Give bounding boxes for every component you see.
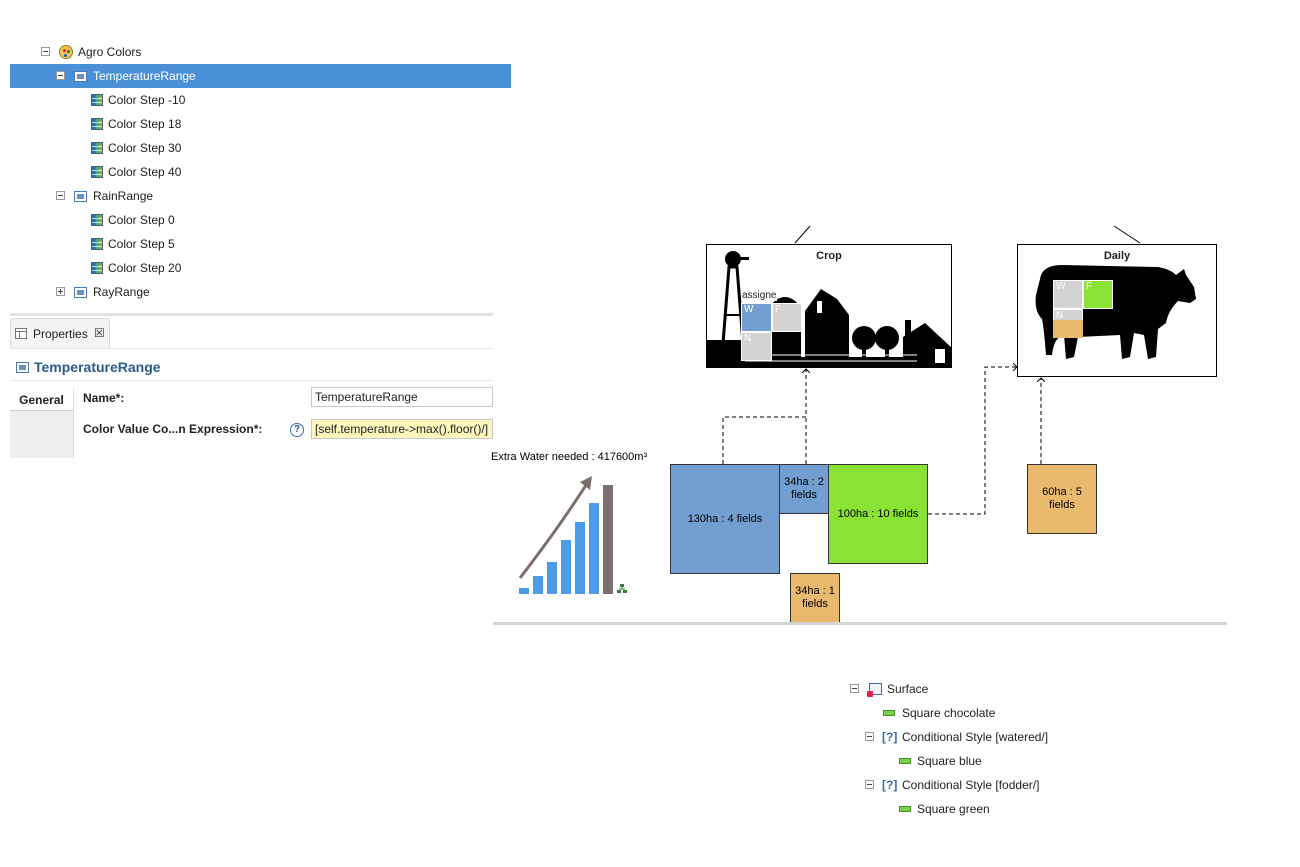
tree-item-label: Color Step 40	[108, 165, 182, 179]
tree-item-temperature-range[interactable]: TemperatureRange	[10, 64, 511, 88]
daily-title: Daily	[1103, 250, 1131, 262]
tree-item-label: Square blue	[917, 754, 982, 768]
color-step-icon	[91, 118, 103, 130]
color-range-icon	[74, 191, 87, 202]
help-icon[interactable]: ?	[290, 423, 304, 437]
collapse-toggle-icon[interactable]	[56, 191, 65, 200]
fodder-square[interactable]: F	[772, 303, 802, 332]
panel-divider	[10, 313, 493, 316]
tree-item-label: Square green	[917, 802, 990, 816]
tree-item-square[interactable]: Square blue	[848, 749, 1098, 773]
surface-icon	[867, 683, 882, 697]
color-range-icon	[16, 362, 29, 373]
conditional-style-icon: [?]	[882, 778, 898, 792]
tree-item-label: Color Step 30	[108, 141, 182, 155]
tree-item-color-step[interactable]: Color Step 18	[10, 112, 511, 136]
color-step-icon	[91, 166, 103, 178]
tree-item-conditional-style[interactable]: [?] Conditional Style [watered/]	[848, 725, 1098, 749]
name-field[interactable]	[311, 387, 493, 407]
watered-square[interactable]: W	[1053, 280, 1083, 309]
node-130ha[interactable]: 130ha : 4 fields	[670, 464, 780, 574]
tree-item-conditional-style[interactable]: [?] Conditional Style [fodder/]	[848, 773, 1098, 797]
color-step-icon	[91, 94, 103, 106]
properties-tab-label: Properties	[33, 327, 88, 341]
tree-item-label: Surface	[887, 682, 929, 696]
water-needed-label: Extra Water needed : 417600m³	[491, 451, 648, 463]
tree-item-label: RainRange	[93, 189, 154, 203]
tree-item-label: Color Step 0	[108, 213, 175, 227]
collapse-toggle-icon[interactable]	[41, 47, 50, 56]
square-style-icon	[883, 710, 895, 716]
normal-square[interactable]: N	[741, 332, 772, 361]
properties-tab[interactable]: Properties ☒	[10, 318, 110, 348]
crop-title: Crop	[816, 250, 842, 262]
tree-item-agro-colors[interactable]: Agro Colors	[10, 40, 511, 64]
tree-item-label: TemperatureRange	[93, 69, 196, 83]
tree-item-square[interactable]: Square green	[848, 797, 1098, 821]
collapse-toggle-icon[interactable]	[56, 71, 65, 80]
tree-item-label: Color Step 20	[108, 261, 182, 275]
node-34ha-2[interactable]: 34ha : 2 fields	[779, 464, 829, 514]
conditional-style-icon: [?]	[882, 730, 898, 744]
tree-item-label: Square chocolate	[902, 706, 996, 720]
node-34ha-1[interactable]: 34ha : 1 fields	[790, 573, 840, 623]
bar-growth-icon	[518, 476, 627, 594]
tree-item-surface[interactable]: Surface	[848, 677, 1098, 701]
expression-field[interactable]	[311, 419, 493, 439]
tree-item-color-step[interactable]: Color Step 30	[10, 136, 511, 160]
tree-item-square[interactable]: Square chocolate	[848, 701, 1098, 725]
cow-silhouette-icon	[1035, 265, 1196, 359]
watered-square[interactable]: W	[741, 303, 772, 332]
daily-container[interactable]: Daily W F N	[1017, 244, 1217, 377]
color-step-icon	[91, 214, 103, 226]
tree-item-label: Agro Colors	[78, 45, 142, 59]
tree-item-label: Color Step 5	[108, 237, 175, 251]
tree-item-color-step[interactable]: Color Step 40	[10, 160, 511, 184]
page-title: TemperatureRange	[34, 359, 161, 375]
name-label: Name*:	[83, 391, 125, 405]
node-60ha[interactable]: 60ha : 5 fields	[1027, 464, 1097, 534]
color-range-icon	[74, 287, 87, 298]
tree-item-label: RayRange	[93, 285, 150, 299]
square-style-icon	[899, 806, 911, 812]
tree-item-color-step[interactable]: Color Step 20	[10, 256, 511, 280]
tree-item-label: Color Step -10	[108, 93, 186, 107]
diagram-divider	[493, 622, 1227, 625]
assigned-label: assigne	[742, 290, 778, 301]
connector-line	[794, 225, 811, 244]
expression-label: Color Value Co...n Expression*:	[83, 422, 263, 436]
tree-item-rain-range[interactable]: RainRange	[10, 184, 511, 208]
color-range-icon	[74, 71, 87, 82]
palette-icon	[59, 45, 73, 59]
collapse-toggle-icon[interactable]	[865, 732, 874, 741]
tab-underline	[10, 348, 493, 349]
node-100ha[interactable]: 100ha : 10 fields	[828, 464, 928, 564]
expand-toggle-icon[interactable]	[56, 287, 65, 296]
tree-item-color-step[interactable]: Color Step -10	[10, 88, 511, 112]
tab-general[interactable]: General	[10, 388, 73, 411]
tree-item-color-step[interactable]: Color Step 5	[10, 232, 511, 256]
farm-silhouette-icon	[707, 251, 951, 367]
edge-to-crop[interactable]	[722, 369, 806, 464]
fodder-square[interactable]: F	[1083, 280, 1113, 309]
close-icon[interactable]: ☒	[94, 326, 105, 340]
title-divider	[10, 380, 493, 381]
edge-to-daily[interactable]	[928, 367, 1017, 515]
color-step-icon	[91, 238, 103, 250]
tree-item-ray-range[interactable]: RayRange	[10, 280, 511, 304]
tree-item-label: Color Step 18	[108, 117, 182, 131]
color-step-icon	[91, 262, 103, 274]
square-style-icon	[899, 758, 911, 764]
tree-item-color-step[interactable]: Color Step 0	[10, 208, 511, 232]
crop-container[interactable]: Crop assigne W F N	[706, 244, 952, 368]
table-icon	[15, 328, 27, 339]
chocolate-square[interactable]	[1053, 320, 1083, 338]
tree-item-label: Conditional Style [fodder/]	[902, 778, 1040, 792]
collapse-toggle-icon[interactable]	[865, 780, 874, 789]
collapse-toggle-icon[interactable]	[850, 684, 859, 693]
connector-line	[1113, 225, 1141, 244]
color-step-icon	[91, 142, 103, 154]
tree-item-label: Conditional Style [watered/]	[902, 730, 1049, 744]
